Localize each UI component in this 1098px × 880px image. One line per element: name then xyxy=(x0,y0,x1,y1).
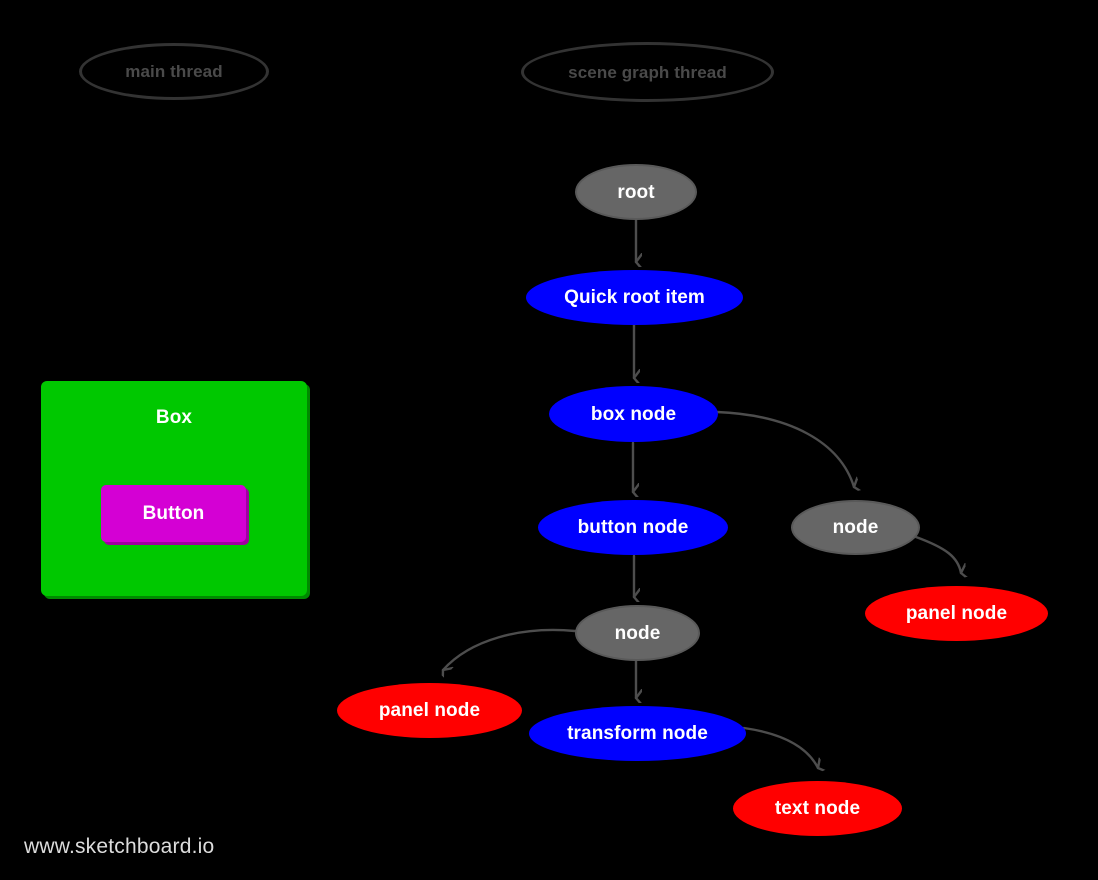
node-label: Quick root item xyxy=(564,287,705,308)
thread-label-main-thread: main thread xyxy=(79,43,269,100)
node-node-center[interactable]: node xyxy=(575,605,700,661)
node-button-node[interactable]: button node xyxy=(538,500,728,555)
node-text-node[interactable]: text node xyxy=(733,781,902,836)
box-label: Box xyxy=(155,407,193,428)
watermark: www.sketchboard.io xyxy=(24,835,215,858)
node-root[interactable]: root xyxy=(575,164,697,220)
node-label: panel node xyxy=(905,603,1008,624)
box-rectangle[interactable]: Box xyxy=(41,381,307,596)
node-box-node[interactable]: box node xyxy=(549,386,718,442)
thread-label-text: scene graph thread xyxy=(568,62,727,82)
button-label: Button xyxy=(142,503,205,524)
edge-transform-node-to-text-node xyxy=(742,726,818,768)
node-node-right[interactable]: node xyxy=(791,500,920,555)
edge-node-center-to-panel-node-left xyxy=(443,628,577,670)
button-rectangle[interactable]: Button xyxy=(101,485,246,542)
edge-box-node-to-node-right xyxy=(715,410,854,487)
node-label: transform node xyxy=(567,723,708,744)
node-panel-node-right[interactable]: panel node xyxy=(865,586,1048,641)
node-transform-node[interactable]: transform node xyxy=(529,706,746,761)
edge-node-right-to-panel-node-right xyxy=(914,535,961,573)
node-label: button node xyxy=(577,517,689,538)
node-label: node xyxy=(832,517,879,538)
thread-label-text: main thread xyxy=(125,62,223,81)
node-label: text node xyxy=(774,798,861,819)
node-label: box node xyxy=(590,403,677,425)
node-label: panel node xyxy=(378,700,481,721)
node-quick-root-item[interactable]: Quick root item xyxy=(526,270,743,325)
thread-label-scene-graph-thread: scene graph thread xyxy=(521,42,774,102)
node-label: node xyxy=(614,622,661,644)
node-label: root xyxy=(617,181,655,203)
node-panel-node-left[interactable]: panel node xyxy=(337,683,522,738)
